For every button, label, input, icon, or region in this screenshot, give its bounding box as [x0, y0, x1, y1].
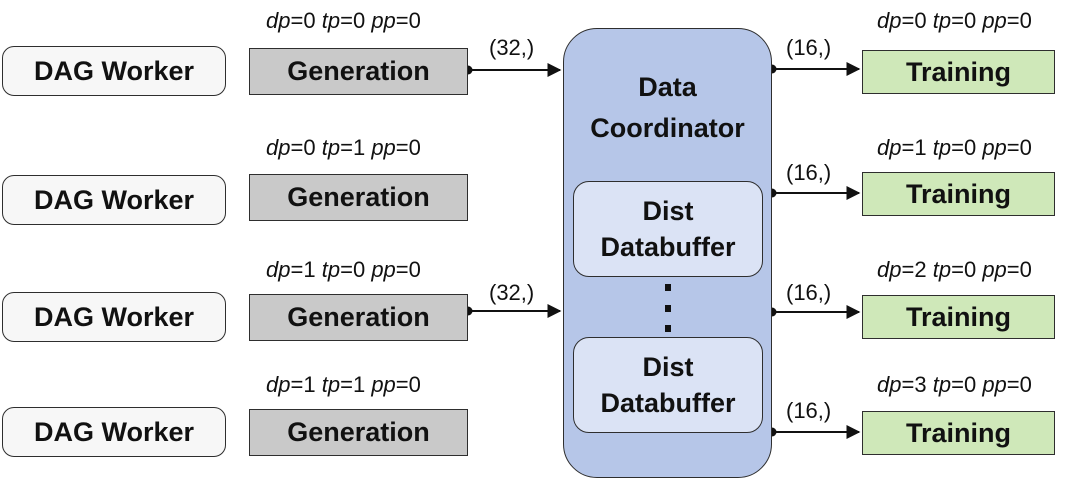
ellipsis-dots [564, 284, 771, 332]
gen-output-shape: (32,) [489, 280, 535, 305]
train-input-shape: (16,) [786, 398, 832, 423]
dist-databuffer: Dist Databuffer [573, 337, 763, 433]
dag-worker-box: DAG Worker [2, 292, 226, 342]
gen-parallel-label: dp=1 tp=1 pp=0 [266, 372, 421, 397]
train-input-shape: (16,) [786, 280, 832, 305]
generation-box: Generation [249, 174, 468, 221]
gen-parallel-label: dp=0 tp=1 pp=0 [266, 135, 421, 160]
dag-worker-box: DAG Worker [2, 175, 226, 225]
training-box: Training [862, 50, 1055, 94]
training-box: Training [862, 172, 1055, 216]
data-coordinator: Data Coordinator Dist Databuffer Dist Da… [563, 28, 772, 478]
dag-worker-box: DAG Worker [2, 46, 226, 96]
gen-parallel-label: dp=1 tp=0 pp=0 [266, 257, 421, 282]
coordinator-title: Data Coordinator [590, 72, 745, 143]
generation-box: Generation [249, 48, 468, 95]
train-input-shape: (16,) [786, 160, 832, 185]
train-parallel-label: dp=2 tp=0 pp=0 [877, 257, 1032, 282]
train-input-shape: (16,) [786, 35, 832, 60]
train-parallel-label: dp=1 tp=0 pp=0 [877, 135, 1032, 160]
training-box: Training [862, 295, 1055, 339]
train-parallel-label: dp=3 tp=0 pp=0 [877, 372, 1032, 397]
training-box: Training [862, 411, 1055, 455]
dist-databuffer: Dist Databuffer [573, 181, 763, 277]
generation-box: Generation [249, 294, 468, 341]
gen-output-shape: (32,) [489, 35, 535, 60]
train-parallel-label: dp=0 tp=0 pp=0 [877, 8, 1032, 33]
gen-parallel-label: dp=0 tp=0 pp=0 [266, 8, 421, 33]
dag-worker-box: DAG Worker [2, 407, 226, 457]
generation-box: Generation [249, 409, 468, 456]
